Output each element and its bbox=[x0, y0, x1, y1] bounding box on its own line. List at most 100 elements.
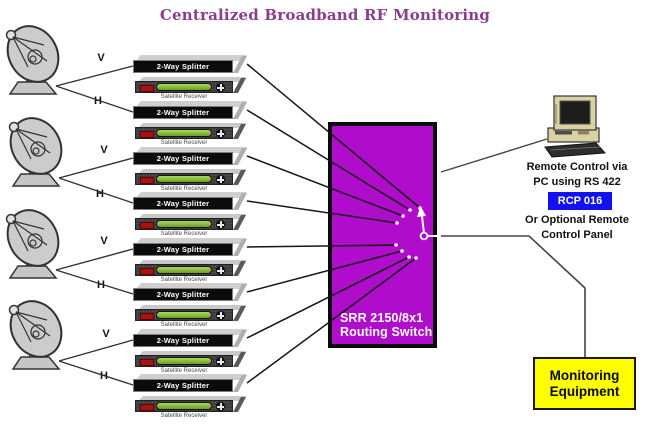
receiver-red-display bbox=[140, 404, 154, 411]
optional-remote-caption: Or Optional Remote Control Panel bbox=[512, 213, 642, 242]
remote-caption-line2: PC using RS 422 bbox=[533, 175, 621, 188]
receiver-red-display bbox=[140, 359, 154, 366]
polarization-label-v3: V bbox=[100, 235, 108, 247]
receiver-lcd-display bbox=[156, 129, 212, 137]
routing-switch-type: Routing Switch bbox=[340, 324, 433, 339]
polarization-label-v2: V bbox=[100, 144, 108, 156]
monitoring-line2: Equipment bbox=[549, 383, 620, 399]
satellite-receiver: Satellite Receiver bbox=[135, 396, 249, 420]
satellite-receiver: Satellite Receiver bbox=[135, 305, 249, 329]
receiver-red-display bbox=[140, 222, 154, 229]
remote-caption-line1: Remote Control via bbox=[526, 161, 628, 173]
receiver-caption: Satellite Receiver bbox=[160, 186, 208, 192]
receiver-front-panel bbox=[135, 127, 233, 139]
splitter-label: 2-Way Splitter bbox=[133, 197, 233, 210]
satellite-receiver: Satellite Receiver bbox=[135, 214, 249, 238]
receiver-lcd-display bbox=[156, 220, 212, 228]
receiver-caption: Satellite Receiver bbox=[160, 322, 208, 328]
receiver-top-face bbox=[138, 77, 247, 82]
splitter-2way: 2-Way Splitter bbox=[133, 238, 247, 256]
receiver-front-panel bbox=[135, 173, 233, 185]
rf-chain-row-2: 2-Way Splitter Satellite Receiver bbox=[133, 101, 253, 147]
rf-chain-row-5: 2-Way Splitter Satellite Receiver bbox=[133, 238, 253, 284]
receiver-navpad-icon bbox=[216, 402, 225, 411]
rf-chain-row-4: 2-Way Splitter Satellite Receiver bbox=[133, 192, 253, 238]
splitter-top-face bbox=[136, 192, 247, 198]
rf-chain-row-7: 2-Way Splitter Satellite Receiver bbox=[133, 329, 253, 375]
remote-control-caption: Remote Control via PC using RS 422 bbox=[512, 160, 642, 189]
satellite-receiver: Satellite Receiver bbox=[135, 169, 249, 193]
splitter-2way: 2-Way Splitter bbox=[133, 374, 247, 392]
receiver-navpad-icon bbox=[216, 357, 225, 366]
receiver-top-face bbox=[138, 305, 247, 310]
rf-chain-row-8: 2-Way Splitter Satellite Receiver bbox=[133, 374, 253, 420]
receiver-red-display bbox=[140, 313, 154, 320]
receiver-top-face bbox=[138, 123, 247, 128]
satellite-receiver: Satellite Receiver bbox=[135, 260, 249, 284]
receiver-red-display bbox=[140, 85, 154, 92]
receiver-navpad-icon bbox=[216, 220, 225, 229]
receiver-lcd-display bbox=[156, 402, 212, 410]
routing-switch-box: SRR 2150/8x1 Routing Switch bbox=[328, 122, 437, 348]
receiver-front-panel bbox=[135, 218, 233, 230]
splitter-top-face bbox=[136, 147, 247, 153]
satellite-receiver: Satellite Receiver bbox=[135, 351, 249, 375]
satellite-dish-1 bbox=[5, 25, 60, 95]
satellite-receiver: Satellite Receiver bbox=[135, 77, 249, 101]
receiver-top-face bbox=[138, 396, 247, 401]
receiver-front-panel bbox=[135, 355, 233, 367]
receiver-top-face bbox=[138, 351, 247, 356]
splitter-label: 2-Way Splitter bbox=[133, 334, 233, 347]
splitter-label: 2-Way Splitter bbox=[133, 379, 233, 392]
polarization-label-h2: H bbox=[96, 188, 104, 200]
receiver-front-panel bbox=[135, 81, 233, 93]
splitter-2way: 2-Way Splitter bbox=[133, 55, 247, 73]
polarization-label-h1: H bbox=[94, 95, 102, 107]
splitter-2way: 2-Way Splitter bbox=[133, 147, 247, 165]
splitter-top-face bbox=[136, 238, 247, 244]
receiver-front-panel bbox=[135, 264, 233, 276]
rf-chain-row-6: 2-Way Splitter Satellite Receiver bbox=[133, 283, 253, 329]
splitter-label: 2-Way Splitter bbox=[133, 60, 233, 73]
splitter-2way: 2-Way Splitter bbox=[133, 329, 247, 347]
rcp-016-badge: RCP 016 bbox=[548, 192, 612, 210]
splitter-label: 2-Way Splitter bbox=[133, 106, 233, 119]
polarization-label-h3: H bbox=[97, 279, 105, 291]
polarization-label-v1: V bbox=[97, 52, 105, 64]
splitter-2way: 2-Way Splitter bbox=[133, 283, 247, 301]
receiver-top-face bbox=[138, 214, 247, 219]
monitoring-equipment-box: Monitoring Equipment bbox=[533, 357, 636, 410]
receiver-top-face bbox=[138, 260, 247, 265]
splitter-top-face bbox=[136, 329, 247, 335]
receiver-navpad-icon bbox=[216, 266, 225, 275]
alt-caption-line1: Or Optional Remote bbox=[525, 214, 629, 226]
splitter-top-face bbox=[136, 374, 247, 380]
splitter-label: 2-Way Splitter bbox=[133, 288, 233, 301]
routing-switch-model: SRR 2150/8x1 bbox=[340, 311, 424, 325]
receiver-front-panel bbox=[135, 400, 233, 412]
satellite-dish-2 bbox=[8, 117, 63, 187]
receiver-top-face bbox=[138, 169, 247, 174]
routing-switch-label: SRR 2150/8x1 Routing Switch bbox=[340, 311, 433, 339]
receiver-caption: Satellite Receiver bbox=[160, 231, 208, 237]
receiver-lcd-display bbox=[156, 175, 212, 183]
receiver-red-display bbox=[140, 131, 154, 138]
splitter-top-face bbox=[136, 101, 247, 107]
receiver-lcd-display bbox=[156, 266, 212, 274]
polarization-label-v4: V bbox=[102, 328, 110, 340]
receiver-navpad-icon bbox=[216, 83, 225, 92]
splitter-top-face bbox=[136, 55, 247, 61]
monitoring-line1: Monitoring bbox=[549, 367, 620, 383]
splitter-top-face bbox=[136, 283, 247, 289]
satellite-dish-3 bbox=[5, 209, 60, 279]
splitter-2way: 2-Way Splitter bbox=[133, 101, 247, 119]
satellite-receiver: Satellite Receiver bbox=[135, 123, 249, 147]
receiver-front-panel bbox=[135, 309, 233, 321]
rf-chain-row-1: 2-Way Splitter Satellite Receiver bbox=[133, 55, 253, 101]
receiver-navpad-icon bbox=[216, 311, 225, 320]
diagram-title: Centralized Broadband RF Monitoring bbox=[159, 6, 491, 24]
receiver-navpad-icon bbox=[216, 175, 225, 184]
receiver-red-display bbox=[140, 268, 154, 275]
receiver-lcd-display bbox=[156, 311, 212, 319]
receiver-red-display bbox=[140, 177, 154, 184]
